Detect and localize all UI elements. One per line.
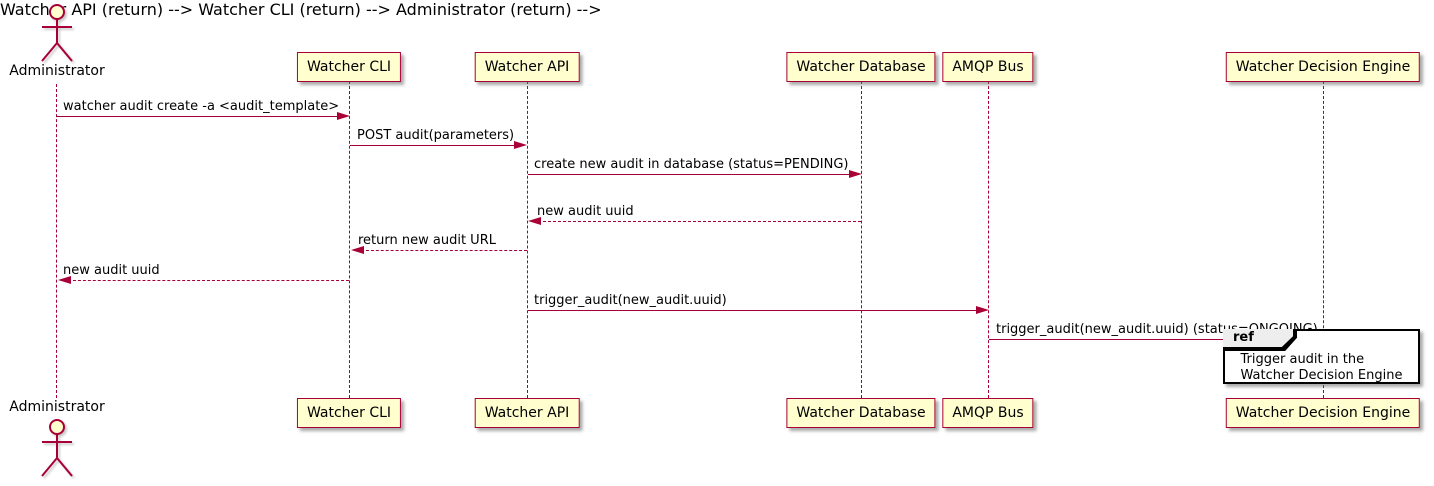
lifeline-watcher-database bbox=[861, 81, 862, 398]
lifeline-watcher-cli bbox=[349, 81, 350, 398]
actor-icon bbox=[41, 4, 73, 62]
actor-label-top: Administrator bbox=[9, 63, 105, 79]
arrowhead-left-icon bbox=[58, 276, 71, 284]
actor-icon bbox=[41, 419, 73, 477]
message-line bbox=[989, 339, 1314, 340]
message-label: return new audit URL bbox=[358, 233, 496, 248]
participant-amqp-bus-bottom: AMQP Bus bbox=[942, 398, 1034, 428]
actor-label-bottom: Administrator bbox=[9, 399, 105, 415]
message-line bbox=[361, 250, 527, 251]
arrowhead-right-icon bbox=[337, 112, 350, 120]
participant-watcher-decision-engine-top: Watcher Decision Engine bbox=[1225, 52, 1421, 82]
ref-fragment: ref Trigger audit in the Watcher Decisio… bbox=[1223, 329, 1420, 384]
message-line bbox=[528, 310, 979, 311]
message-label: create new audit in database (status=PEN… bbox=[534, 157, 849, 172]
message-line bbox=[528, 174, 852, 175]
message-line bbox=[538, 221, 861, 222]
arrowhead-right-icon bbox=[849, 170, 862, 178]
arrowhead-left-icon bbox=[528, 217, 541, 225]
lifeline-watcher-api bbox=[527, 81, 528, 398]
arrowhead-right-icon bbox=[514, 141, 527, 149]
arrowhead-left-icon bbox=[351, 246, 364, 254]
message-label: POST audit(parameters) bbox=[357, 128, 515, 143]
message-label: new audit uuid bbox=[63, 263, 160, 278]
participant-watcher-api-top: Watcher API bbox=[474, 52, 580, 82]
participant-watcher-cli-bottom: Watcher CLI bbox=[296, 398, 402, 428]
ref-text: Trigger audit in the Watcher Decision En… bbox=[1241, 352, 1403, 384]
message-line bbox=[68, 280, 349, 281]
arrowhead-right-icon bbox=[976, 306, 989, 314]
ref-text-line-2: Watcher Decision Engine bbox=[1240, 368, 1403, 383]
ref-keyword: ref bbox=[1223, 329, 1293, 347]
participant-watcher-cli-top: Watcher CLI bbox=[296, 52, 402, 82]
participant-watcher-decision-engine-bottom: Watcher Decision Engine bbox=[1225, 398, 1421, 428]
lifeline-watcher-decision-engine bbox=[1323, 81, 1324, 398]
message-label: new audit uuid bbox=[537, 204, 634, 219]
participant-watcher-api-bottom: Watcher API bbox=[474, 398, 580, 428]
message-line bbox=[57, 116, 339, 117]
ref-text-line-1: Trigger audit in the bbox=[1240, 352, 1365, 367]
lifeline-amqp-bus bbox=[988, 81, 989, 398]
message-line bbox=[350, 145, 516, 146]
ref-tab: ref bbox=[1223, 329, 1297, 351]
lifeline-administrator bbox=[56, 84, 57, 398]
participant-watcher-database-top: Watcher Database bbox=[786, 52, 936, 82]
participant-amqp-bus-top: AMQP Bus bbox=[942, 52, 1034, 82]
message-label: trigger_audit(new_audit.uuid) bbox=[534, 293, 727, 308]
message-label: watcher audit create -a <audit_template> bbox=[63, 99, 340, 114]
participant-watcher-database-bottom: Watcher Database bbox=[786, 398, 936, 428]
